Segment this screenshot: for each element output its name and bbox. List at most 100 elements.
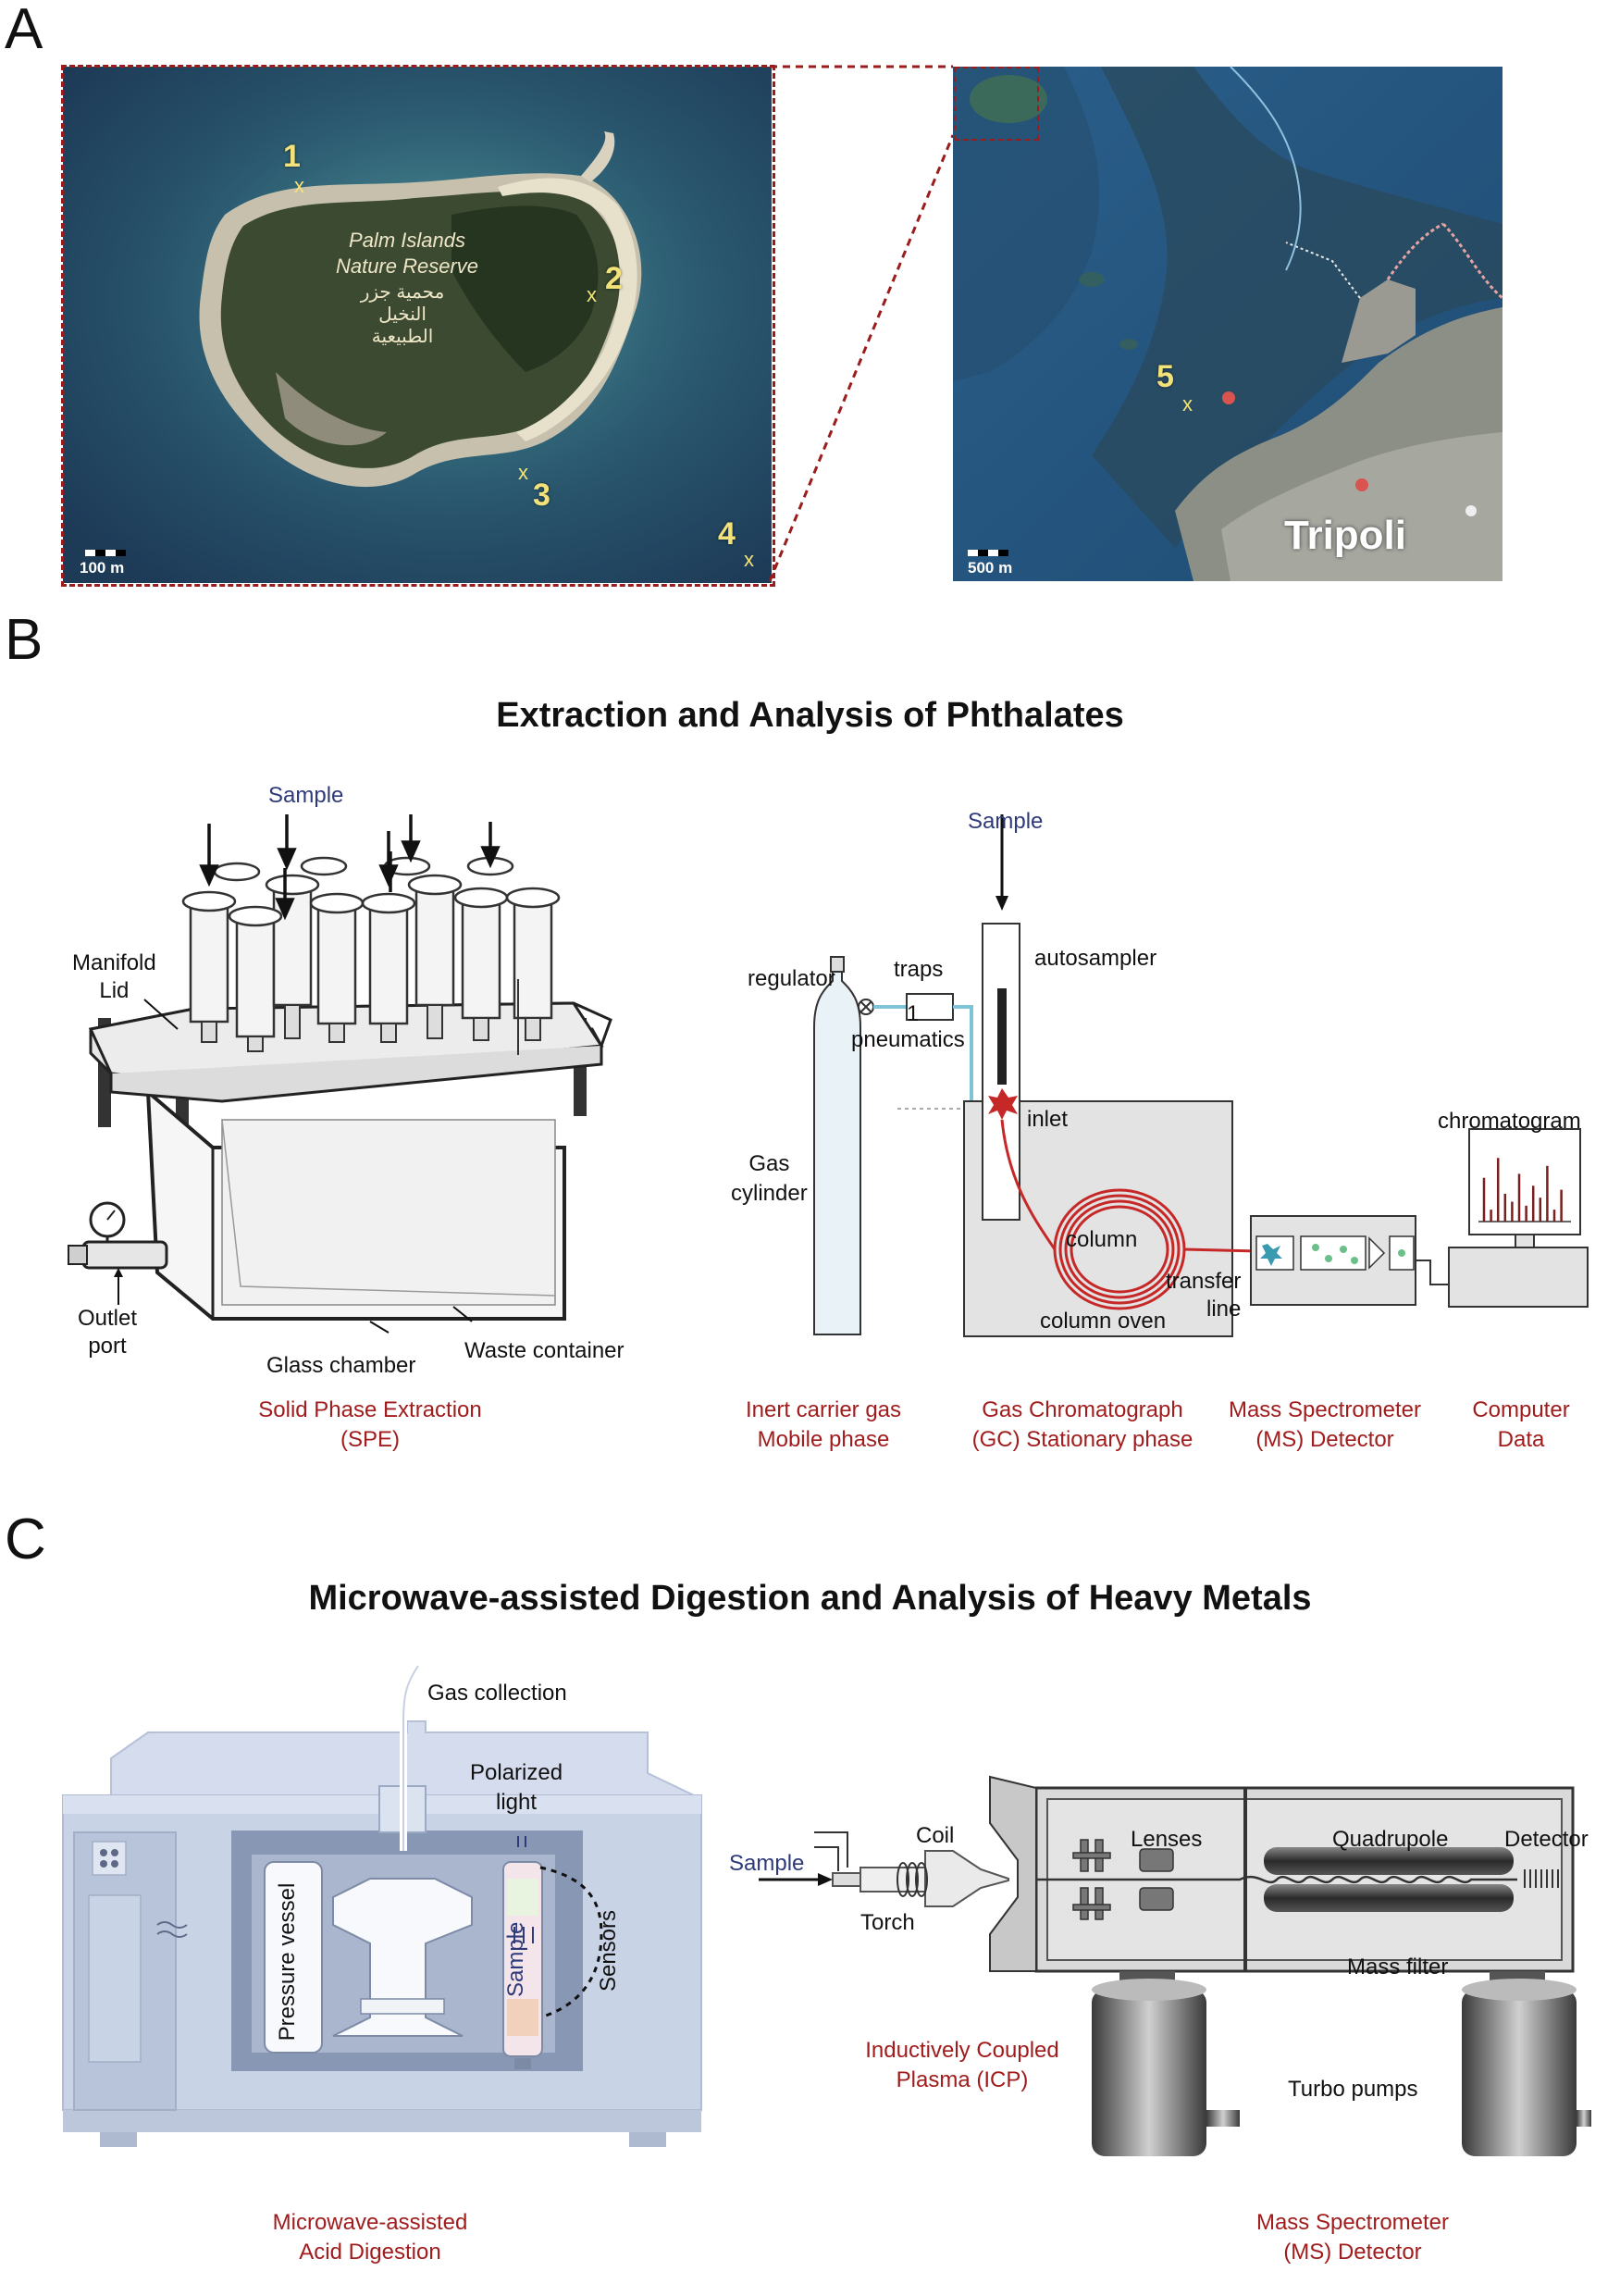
icp-caption-line2: Plasma (ICP) <box>896 2067 1029 2092</box>
manifold-lid-line1: Manifold <box>72 950 156 975</box>
icpms-diagram <box>759 1775 1591 2156</box>
outlet-port-line2: port <box>88 1334 127 1359</box>
gas-collection-label: Gas collection <box>427 1681 567 1706</box>
island-map-frame <box>61 65 775 587</box>
autosampler-label: autosampler <box>1034 946 1157 971</box>
icpms-caption: Mass Spectrometer (MS) Detector <box>1214 2208 1491 2267</box>
outlet-port-label: Outlet port <box>78 1305 137 1360</box>
spe-manifold-diagram <box>68 814 612 1334</box>
icp-sample-text: Sample <box>729 1851 805 1876</box>
turbo-pumps-label: Turbo pumps <box>1288 2077 1418 2102</box>
torch-label: Torch <box>860 1910 915 1935</box>
caption-ms-line2: (MS) Detector <box>1255 1427 1394 1452</box>
pneumatics-number: 1 <box>907 1001 920 1026</box>
zoom-connector <box>768 65 955 582</box>
gc-sample-text: Sample <box>968 809 1044 834</box>
caption-gc-line1: Gas Chromatograph <box>982 1397 1183 1422</box>
traps-label: traps <box>894 957 944 982</box>
mass-filter-label: Mass filter <box>1347 1955 1449 1980</box>
scale-bar-right <box>968 550 1008 556</box>
inlet-label: inlet <box>1027 1107 1069 1132</box>
polarized-light-line1: Polarized <box>470 1760 563 1785</box>
site-5-marker: x <box>1182 392 1193 416</box>
site-1-number: 1 <box>283 139 301 174</box>
digestion-sample-label: Sample <box>503 1921 528 1997</box>
panel-letter-a: A <box>5 0 43 61</box>
lenses-label: Lenses <box>1131 1827 1203 1852</box>
site-5-number: 5 <box>1156 359 1174 394</box>
icp-caption: Inductively Coupled Plasma (ICP) <box>833 2036 1092 2095</box>
gc-sample-label: Sample <box>968 809 1043 835</box>
caption-carrier-gas: Inert carrier gas Mobile phase <box>712 1396 934 1455</box>
gas-cylinder-label: Gas cylinder <box>731 1149 808 1209</box>
caption-gc-line2: (GC) Stationary phase <box>971 1427 1193 1452</box>
pressure-vessel-label: Pressure vessel <box>275 1882 300 2042</box>
spe-sample-text: Sample <box>268 783 344 808</box>
transfer-line-line2: line <box>1206 1297 1242 1322</box>
icpms-caption-line2: (MS) Detector <box>1283 2240 1422 2265</box>
coast-map-svg <box>953 66 1503 581</box>
island-label-ar: محمية جزر النخيل الطبيعية <box>305 281 500 348</box>
scale-label-right: 500 m <box>968 559 1013 577</box>
site-3-marker: x <box>518 461 528 484</box>
gas-cylinder-line2: cylinder <box>731 1181 808 1206</box>
site-4-marker: x <box>744 548 754 571</box>
island-label-ar-line3: الطبيعية <box>371 327 434 347</box>
transfer-line-label: transfer line <box>1166 1268 1241 1323</box>
spe-caption-line2: (SPE) <box>340 1427 400 1452</box>
island-label-ar-line2: النخيل <box>378 304 427 325</box>
caption-ms-line1: Mass Spectrometer <box>1228 1397 1422 1422</box>
digestion-caption-line2: Acid Digestion <box>299 2240 441 2265</box>
caption-ms: Mass Spectrometer (MS) Detector <box>1214 1396 1436 1455</box>
waste-container-label: Waste container <box>464 1338 625 1363</box>
site-1-marker: x <box>294 174 304 197</box>
digestion-caption: Microwave-assisted Acid Digestion <box>213 2208 527 2267</box>
outlet-port-line1: Outlet <box>78 1306 138 1331</box>
icp-caption-line1: Inductively Coupled <box>865 2038 1059 2063</box>
manifold-lid-label: Manifold Lid <box>72 949 156 1005</box>
caption-carrier-gas-line2: Mobile phase <box>757 1427 890 1452</box>
island-satellite-map <box>63 67 772 583</box>
polarized-light-line2: light <box>496 1790 538 1815</box>
island-map-svg <box>63 67 772 583</box>
city-label: Tripoli <box>1284 513 1406 558</box>
site-4-number: 4 <box>718 516 736 552</box>
regulator-label: regulator <box>748 966 835 991</box>
column-label: column <box>1066 1227 1138 1252</box>
scale-bar-left <box>85 550 126 556</box>
chromatogram-label: chromatogram <box>1438 1109 1581 1134</box>
panel-b-title: Extraction and Analysis of Phthalates <box>496 696 1124 735</box>
island-label-ar-line1: محمية جزر <box>360 282 445 303</box>
sensors-label: Sensors <box>596 1909 621 1992</box>
inset-highlight-box <box>954 67 1039 141</box>
microwave-digestion-diagram <box>62 1663 702 2147</box>
scale-label-left: 100 m <box>80 559 125 577</box>
digestion-caption-line1: Microwave-assisted <box>272 2210 468 2235</box>
panel-c-title: Microwave-assisted Digestion and Analysi… <box>308 1579 1312 1618</box>
caption-computer-line2: Data <box>1497 1427 1545 1452</box>
spe-caption: Solid Phase Extraction (SPE) <box>213 1396 527 1455</box>
spe-sample-label: Sample <box>268 783 343 809</box>
site-3-number: 3 <box>533 478 550 513</box>
island-label-en: Palm Islands Nature Reserve <box>296 228 518 279</box>
pneumatics-label: pneumatics <box>851 1027 965 1052</box>
gcms-schematic <box>813 814 1589 1337</box>
coil-label: Coil <box>916 1823 955 1848</box>
gas-cylinder-line1: Gas <box>748 1151 790 1176</box>
manifold-lid-line2: Lid <box>99 978 130 1003</box>
panel-letter-b: B <box>5 608 43 672</box>
quadrupole-label: Quadrupole <box>1332 1827 1449 1852</box>
transfer-line-line1: transfer <box>1166 1269 1242 1294</box>
island-label-en-line2: Nature Reserve <box>335 254 479 278</box>
icpms-caption-line1: Mass Spectrometer <box>1255 2210 1450 2235</box>
caption-carrier-gas-line1: Inert carrier gas <box>745 1397 902 1422</box>
island-label-en-line1: Palm Islands <box>349 229 465 252</box>
column-oven-label: column oven <box>1040 1309 1167 1334</box>
polarized-light-label: Polarized light <box>470 1758 563 1818</box>
icp-sample-label: Sample <box>729 1851 804 1877</box>
panel-letter-c: C <box>5 1508 46 1571</box>
detector-label: Detector <box>1504 1827 1589 1852</box>
caption-computer-line1: Computer <box>1472 1397 1570 1422</box>
site-2-marker: x <box>587 283 597 306</box>
spe-caption-line1: Solid Phase Extraction <box>258 1397 482 1422</box>
